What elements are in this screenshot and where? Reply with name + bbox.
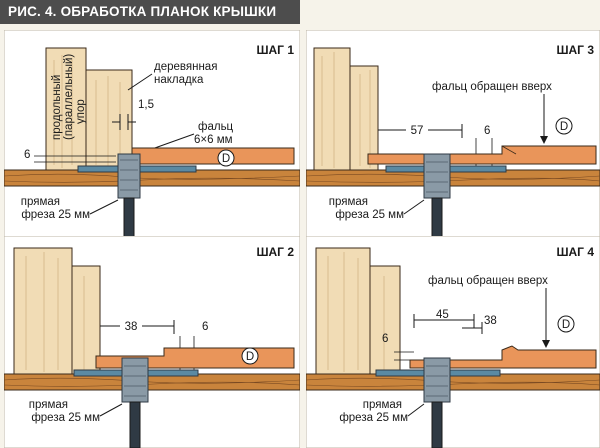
marker-d: D xyxy=(222,153,230,165)
step-3-panel: ШАГ 3 фальц обращен вверх D 57 6 xyxy=(306,30,600,242)
workpiece-strip xyxy=(131,147,295,165)
wooden-overlay xyxy=(85,69,133,171)
step-2-dim-width: 6 xyxy=(202,321,208,333)
step-4-bit-label-1: прямая xyxy=(363,399,402,411)
figure-title: РИС. 4. ОБРАБОТКА ПЛАНОК КРЫШКИ xyxy=(0,0,300,24)
step-4-bit-label-2: фреза 25 мм xyxy=(339,412,408,424)
step-2-title: ШАГ 2 xyxy=(256,245,294,259)
step-3-marker: D xyxy=(560,121,568,133)
step-1-title: ШАГ 1 xyxy=(256,43,294,57)
overlay-label-line-1: деревянная xyxy=(154,61,217,73)
step-4-panel: ШАГ 4 фальц обращен вверх D 45 38 6 прям… xyxy=(306,236,600,448)
dim-height-label: 6 xyxy=(24,149,30,161)
step-2-dim-offset: 38 xyxy=(125,321,138,333)
step-3-bit-label-1: прямая xyxy=(329,196,368,208)
step-4-marker: D xyxy=(562,319,570,331)
fence-label-line-2: (параллельный) xyxy=(63,54,75,140)
step-1-panel: ШАГ 1 продольный (параллельный) упор дер… xyxy=(4,30,300,242)
bit-label-line-1: прямая xyxy=(21,196,60,208)
fence-label-line-3: упор xyxy=(75,99,87,124)
fence-board xyxy=(45,47,87,171)
step-2-bit-label-1: прямая xyxy=(29,399,68,411)
step-2-panel: ШАГ 2 38 6 D прямая фреза 25 мм xyxy=(4,236,300,448)
step-3-bit-label-2: фреза 25 мм xyxy=(335,209,404,221)
step-3-title: ШАГ 3 xyxy=(556,43,594,57)
bit-label-line-2: фреза 25 мм xyxy=(21,209,90,221)
step-3-dim-width: 6 xyxy=(484,125,490,137)
step-2-marker: D xyxy=(246,351,254,363)
rabbet-label-line-1: фальц xyxy=(198,121,234,133)
dim-gap-label: 1,5 xyxy=(138,99,154,111)
router-bit xyxy=(117,153,141,199)
step-4-dim-offset-b: 38 xyxy=(484,315,497,327)
fence-label-line-1: продольный xyxy=(51,75,63,140)
step-4-dim-offset-a: 45 xyxy=(436,309,449,321)
step-3-note: фальц обращен вверх xyxy=(432,81,552,93)
step-3-dim-offset: 57 xyxy=(411,125,424,137)
step-4-title: ШАГ 4 xyxy=(556,245,594,259)
step-4-note: фальц обращен вверх xyxy=(428,275,548,287)
step-2-bit-label-2: фреза 25 мм xyxy=(31,412,100,424)
step-4-dim-height: 6 xyxy=(382,333,388,345)
overlay-label-line-2: накладка xyxy=(154,74,204,86)
rabbet-label-line-2: 6×6 мм xyxy=(194,134,233,146)
